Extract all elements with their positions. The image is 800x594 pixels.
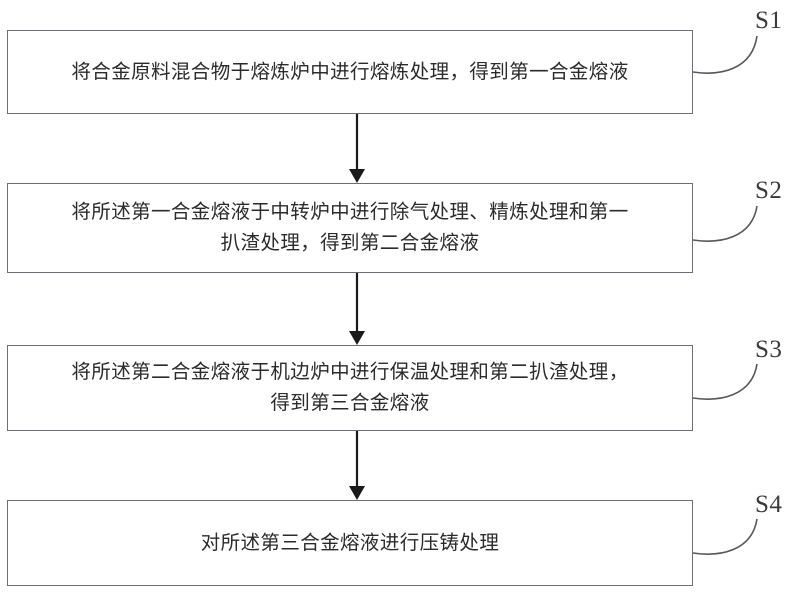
- leader-line-s3: [692, 363, 758, 400]
- step-label-s3: S3: [755, 336, 783, 363]
- step-label-s1: S1: [755, 7, 783, 34]
- process-step-s4: 对所述第三合金熔液进行压铸处理: [7, 500, 693, 586]
- leader-line-s4: [692, 518, 758, 555]
- process-step-s3-text: 将所述第二合金熔液于机边炉中进行保温处理和第二扒渣处理， 得到第三合金熔液: [71, 362, 629, 414]
- step-label-s4: S4: [755, 491, 783, 518]
- process-step-s1: 将合金原料混合物于熔炼炉中进行熔炼处理，得到第一合金熔液: [7, 30, 693, 114]
- leader-line-s2: [692, 205, 758, 242]
- step-label-s2: S2: [755, 177, 783, 204]
- process-step-s2-text: 将所述第一合金熔液于中转炉中进行除气处理、精炼处理和第一 扒渣处理，得到第二合金…: [71, 202, 629, 254]
- arrow-s3-to-s4: [349, 431, 365, 500]
- process-step-s4-text: 对所述第三合金熔液进行压铸处理: [200, 532, 500, 554]
- arrow-s2-to-s3: [349, 273, 365, 345]
- process-step-s2: 将所述第一合金熔液于中转炉中进行除气处理、精炼处理和第一 扒渣处理，得到第二合金…: [7, 183, 693, 273]
- process-step-s1-text: 将合金原料混合物于熔炼炉中进行熔炼处理，得到第一合金熔液: [71, 61, 629, 83]
- arrow-s1-to-s2: [349, 114, 365, 183]
- leader-line-s1: [692, 35, 758, 74]
- process-step-s3: 将所述第二合金熔液于机边炉中进行保温处理和第二扒渣处理， 得到第三合金熔液: [7, 345, 693, 431]
